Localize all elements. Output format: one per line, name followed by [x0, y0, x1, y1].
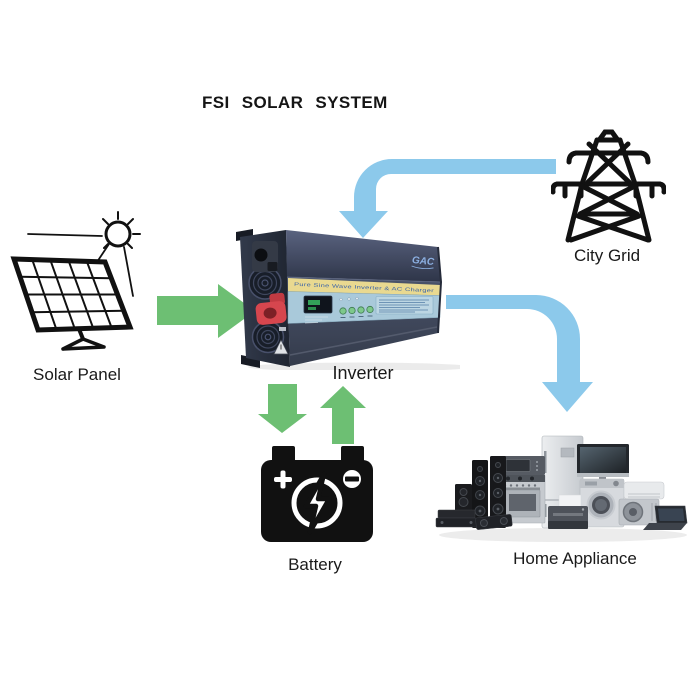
inverter-shadow — [248, 362, 460, 370]
printer — [548, 494, 588, 529]
battery-icon — [261, 446, 373, 542]
washing-machine — [579, 478, 625, 528]
portable-speaker — [475, 514, 513, 530]
lightning-bolt-icon — [291, 471, 343, 535]
panel-caption-lines — [304, 316, 328, 324]
battery-label: Battery — [288, 555, 342, 574]
tv — [577, 444, 629, 485]
indicator-leds — [339, 296, 359, 301]
tower-lower-braces — [568, 183, 651, 243]
city-grid-icon — [551, 129, 666, 243]
speaker-tower — [472, 460, 488, 528]
arrow-grid-to-inverter-icon — [339, 159, 556, 238]
tower-upper-arm — [566, 150, 651, 165]
model-band — [288, 278, 440, 296]
tower-cap — [594, 129, 623, 143]
brand-logo: GAC — [411, 255, 435, 270]
appliance-shadow — [439, 528, 687, 542]
solar-panel-icon — [10, 211, 141, 351]
arrow-battery-to-inverter-icon — [320, 386, 366, 444]
diagram-title: FSI SOLAR SYSTEM — [202, 93, 388, 112]
lcd-display — [303, 295, 333, 314]
battery-terminal-positive — [272, 446, 295, 464]
plus-icon — [274, 470, 292, 489]
panel-grid — [10, 256, 134, 333]
inverter-top-face — [286, 230, 441, 282]
speaker-tower — [490, 456, 506, 528]
minus-icon — [343, 470, 361, 488]
serial-tag — [279, 327, 286, 331]
bookshelf-speaker — [455, 484, 472, 511]
arrow-inverter-to-battery-icon — [258, 384, 307, 433]
air-conditioner-outdoor — [618, 498, 660, 526]
av-receiver-stack — [435, 509, 478, 528]
laptop — [643, 505, 688, 530]
home-appliance-icon — [435, 435, 688, 542]
city-grid-label: City Grid — [573, 246, 641, 265]
tower-upper-brace — [585, 141, 632, 185]
panel-buttons — [339, 305, 374, 318]
inverter-image: GAC Pure Sine Wave Inverter & AC Charger — [236, 229, 460, 370]
warning-sticker-icon — [273, 339, 289, 355]
panel-stand — [61, 327, 106, 351]
battery-terminal-negative — [341, 446, 364, 464]
air-conditioner-indoor — [623, 481, 665, 500]
tower-main-arm — [551, 181, 666, 195]
arrow-inverter-to-appliance-icon — [446, 295, 593, 412]
spec-sticker — [375, 296, 434, 315]
brand-logo-text: GAC — [411, 255, 435, 268]
dc-terminal-connector — [255, 292, 287, 325]
cooling-fan-icon — [251, 318, 285, 354]
stove — [499, 474, 546, 524]
microwave — [502, 456, 545, 475]
solar-panel-label: Solar Panel — [33, 365, 121, 384]
ac-socket — [252, 241, 278, 272]
home-appliance-label: Home Appliance — [513, 549, 637, 568]
inverter-label: Inverter — [332, 363, 394, 383]
arrow-solar-to-inverter-icon — [157, 284, 255, 338]
tower-insulators — [562, 183, 655, 199]
